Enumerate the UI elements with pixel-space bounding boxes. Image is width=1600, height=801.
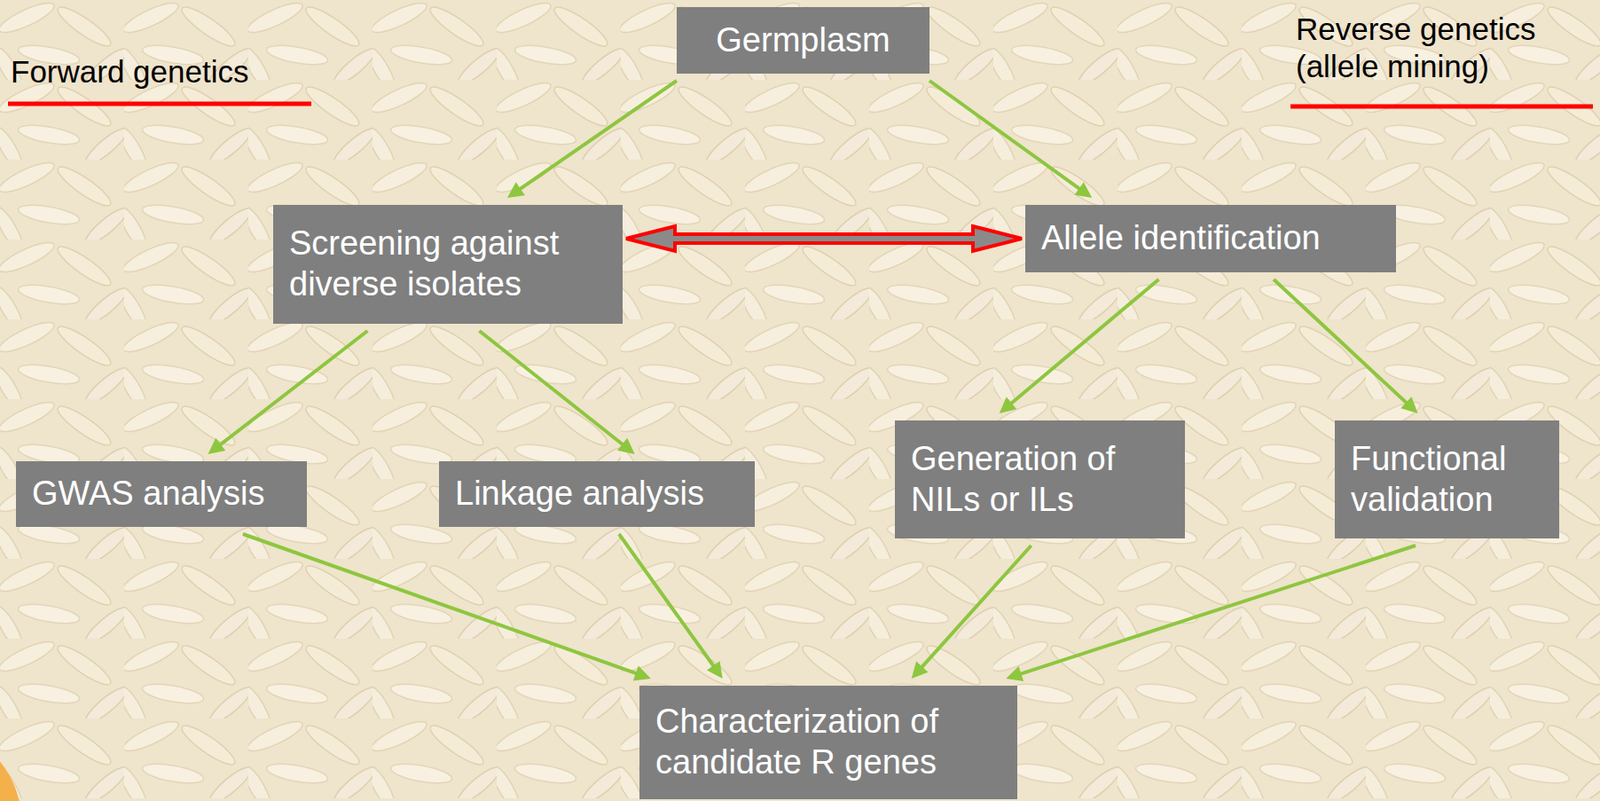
process-box: Generation of NILs or ILs xyxy=(894,420,1185,539)
box-text: Generation of NILs or ILs xyxy=(910,439,1169,520)
flow-arrow xyxy=(1273,279,1419,414)
arrow-line xyxy=(243,533,638,675)
flow-arrow xyxy=(911,545,1032,679)
process-box: Screening against diverse isolates xyxy=(273,204,623,324)
flow-arrow xyxy=(507,80,677,198)
box-text: GWAS analysis xyxy=(31,473,266,515)
box-text: Functional validation xyxy=(1350,439,1544,520)
arrow-head xyxy=(507,181,526,198)
arrow-line xyxy=(1010,279,1160,405)
flow-arrow xyxy=(929,80,1092,198)
flow-arrow xyxy=(619,533,723,679)
corner-ornament xyxy=(0,722,23,801)
arrow-line xyxy=(1273,279,1408,404)
section-label: Forward genetics xyxy=(10,53,330,91)
flow-arrow xyxy=(207,330,368,455)
process-box: GWAS analysis xyxy=(15,461,307,527)
double-arrow xyxy=(626,226,1022,251)
underline xyxy=(1290,104,1593,110)
flow-arrow xyxy=(478,330,635,455)
box-text: Characterization of candidate R genes xyxy=(655,701,1002,783)
arrow-line xyxy=(219,330,368,446)
process-box: Characterization of candidate R genes xyxy=(639,685,1018,800)
arrow-body xyxy=(626,226,1022,251)
arrow-line xyxy=(920,545,1031,668)
arrow-line xyxy=(619,533,714,667)
arrow-line xyxy=(478,330,624,446)
process-box: Allele identification xyxy=(1025,204,1397,273)
box-text: Germplasm xyxy=(715,20,890,62)
box-text: Screening against diverse isolates xyxy=(289,223,607,305)
process-box: Functional validation xyxy=(1334,420,1560,539)
flow-arrow xyxy=(999,279,1160,414)
process-box: Linkage analysis xyxy=(439,461,755,527)
flow-arrow xyxy=(1005,545,1416,682)
flow-arrow xyxy=(243,533,651,681)
section-label: Reverse genetics (allele mining) xyxy=(1295,10,1589,86)
arrow-line xyxy=(929,80,1081,190)
arrow-line xyxy=(1019,545,1416,675)
box-text: Linkage analysis xyxy=(454,473,705,515)
arrow-line xyxy=(518,80,677,190)
process-box: Germplasm xyxy=(676,7,930,74)
arrow-head xyxy=(706,660,723,679)
arrow-head xyxy=(1074,181,1092,198)
box-text: Allele identification xyxy=(1041,218,1321,259)
underline xyxy=(7,101,312,107)
